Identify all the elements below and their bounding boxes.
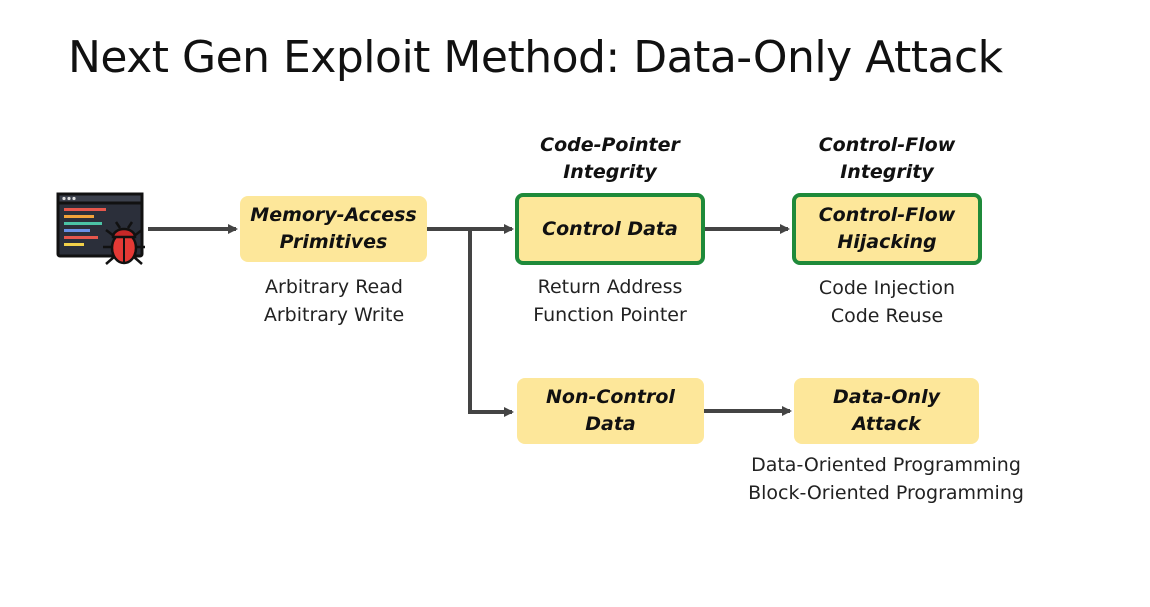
box-line: Non-Control — [546, 386, 675, 408]
box-line: Memory-Access — [250, 204, 417, 226]
box-line: Data-Only — [833, 386, 940, 408]
control-flow-hijacking-caption: Code Injection Code Reuse — [787, 274, 987, 330]
control-data-box: Control Data — [515, 193, 705, 265]
non-control-data-box: Non-Control Data — [517, 378, 704, 444]
caption-line: Block-Oriented Programming — [748, 482, 1024, 504]
box-line: Data — [585, 413, 636, 435]
box-line: Control-Flow — [818, 204, 956, 226]
caption-line: Code Reuse — [830, 305, 944, 327]
box-line: Hijacking — [837, 231, 937, 253]
data-only-attack-box: Data-Only Attack — [794, 378, 979, 444]
caption-line: Data-Oriented Programming — [751, 454, 1021, 476]
defense-line: Integrity — [563, 161, 657, 183]
caption-line: Return Address — [537, 276, 683, 298]
caption-line: Arbitrary Write — [263, 304, 405, 326]
control-data-caption: Return Address Function Pointer — [510, 273, 710, 329]
code-pointer-integrity-label: Code-Pointer Integrity — [515, 132, 705, 186]
memory-access-primitives-box: Memory-Access Primitives — [240, 196, 427, 262]
arrow-primitives-to-non-control — [468, 229, 514, 417]
control-flow-integrity-label: Control-Flow Integrity — [792, 132, 982, 186]
defense-line: Integrity — [840, 161, 934, 183]
defense-line: Control-Flow — [818, 134, 956, 156]
caption-line: Arbitrary Read — [265, 276, 403, 298]
box-line: Attack — [852, 413, 921, 435]
caption-line: Function Pointer — [533, 304, 687, 326]
data-only-attack-caption: Data-Oriented Programming Block-Oriented… — [736, 451, 1036, 507]
box-line: Control Data — [542, 217, 678, 240]
slide-title: Next Gen Exploit Method: Data-Only Attac… — [68, 32, 1003, 83]
box-line: Primitives — [279, 231, 388, 253]
control-flow-hijacking-box: Control-Flow Hijacking — [792, 193, 982, 265]
buggy-program-window-icon — [56, 192, 145, 265]
defense-line: Code-Pointer — [540, 134, 680, 156]
caption-line: Code Injection — [818, 277, 956, 299]
memory-access-caption: Arbitrary Read Arbitrary Write — [238, 273, 430, 329]
